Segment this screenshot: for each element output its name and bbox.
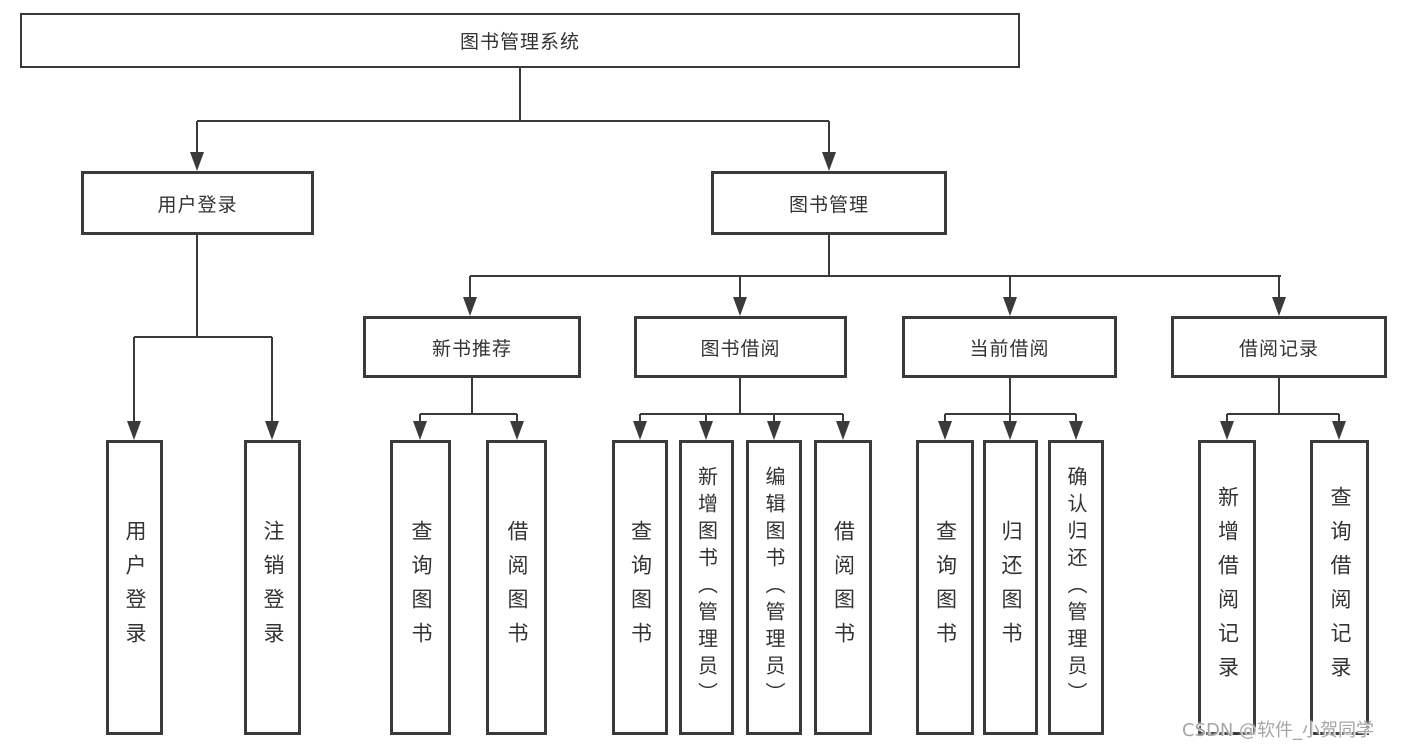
- node-label: 查询图书: [628, 519, 653, 656]
- node-user-login: 用户登录: [81, 171, 314, 235]
- node-label: 当前借阅: [969, 337, 1050, 360]
- node-label: 借阅记录: [1238, 337, 1319, 360]
- node-label: 新书推荐: [431, 337, 512, 360]
- leaf-edit-book-admin: 编辑图书（管理员）: [746, 440, 802, 735]
- node-book-management: 图书管理: [711, 171, 947, 235]
- leaf-user-login: 用户登录: [106, 440, 163, 735]
- node-label: 图书借阅: [700, 337, 781, 360]
- node-book-borrowing: 图书借阅: [634, 316, 847, 378]
- leaf-query-books-recommend: 查询图书: [390, 440, 451, 735]
- node-new-book-recommendation: 新书推荐: [363, 316, 581, 378]
- node-label: 用户登录: [157, 193, 238, 216]
- leaf-add-book-admin: 新增图书（管理员）: [679, 440, 734, 735]
- node-label: 借阅图书: [505, 519, 530, 656]
- node-label: 借阅图书: [831, 519, 856, 656]
- leaf-return-books: 归还图书: [983, 440, 1038, 735]
- leaf-add-borrow-record: 新增借阅记录: [1198, 440, 1256, 735]
- leaf-query-borrow-record: 查询借阅记录: [1310, 440, 1369, 735]
- node-label: 图书管理系统: [459, 31, 580, 53]
- leaf-borrow-books-borrowing: 借阅图书: [814, 440, 872, 735]
- node-label: 编辑图书（管理员）: [762, 466, 786, 709]
- node-label: 查询借阅记录: [1328, 485, 1353, 690]
- node-label: 归还图书: [999, 519, 1024, 656]
- leaf-confirm-return-admin: 确认归还（管理员）: [1048, 440, 1104, 735]
- node-label: 查询图书: [409, 519, 434, 656]
- node-label: 用户登录: [123, 519, 148, 656]
- node-label: 确认归还（管理员）: [1064, 466, 1088, 709]
- node-library-management-system: 图书管理系统: [20, 13, 1020, 68]
- leaf-borrow-books-recommend: 借阅图书: [486, 440, 547, 735]
- csdn-watermark: CSDN @软件_小贺同学: [1182, 720, 1375, 741]
- node-label: 查询图书: [933, 519, 958, 656]
- node-label: 新增借阅记录: [1215, 485, 1240, 690]
- leaf-query-books-borrowing: 查询图书: [612, 440, 668, 735]
- node-label: 图书管理: [788, 193, 869, 216]
- node-label: 新增图书（管理员）: [694, 466, 719, 709]
- leaf-logout: 注销登录: [244, 440, 301, 735]
- node-label: 注销登录: [261, 519, 286, 656]
- leaf-query-books-current: 查询图书: [916, 440, 974, 735]
- node-borrowing-records: 借阅记录: [1171, 316, 1387, 378]
- node-current-borrowing: 当前借阅: [902, 316, 1117, 378]
